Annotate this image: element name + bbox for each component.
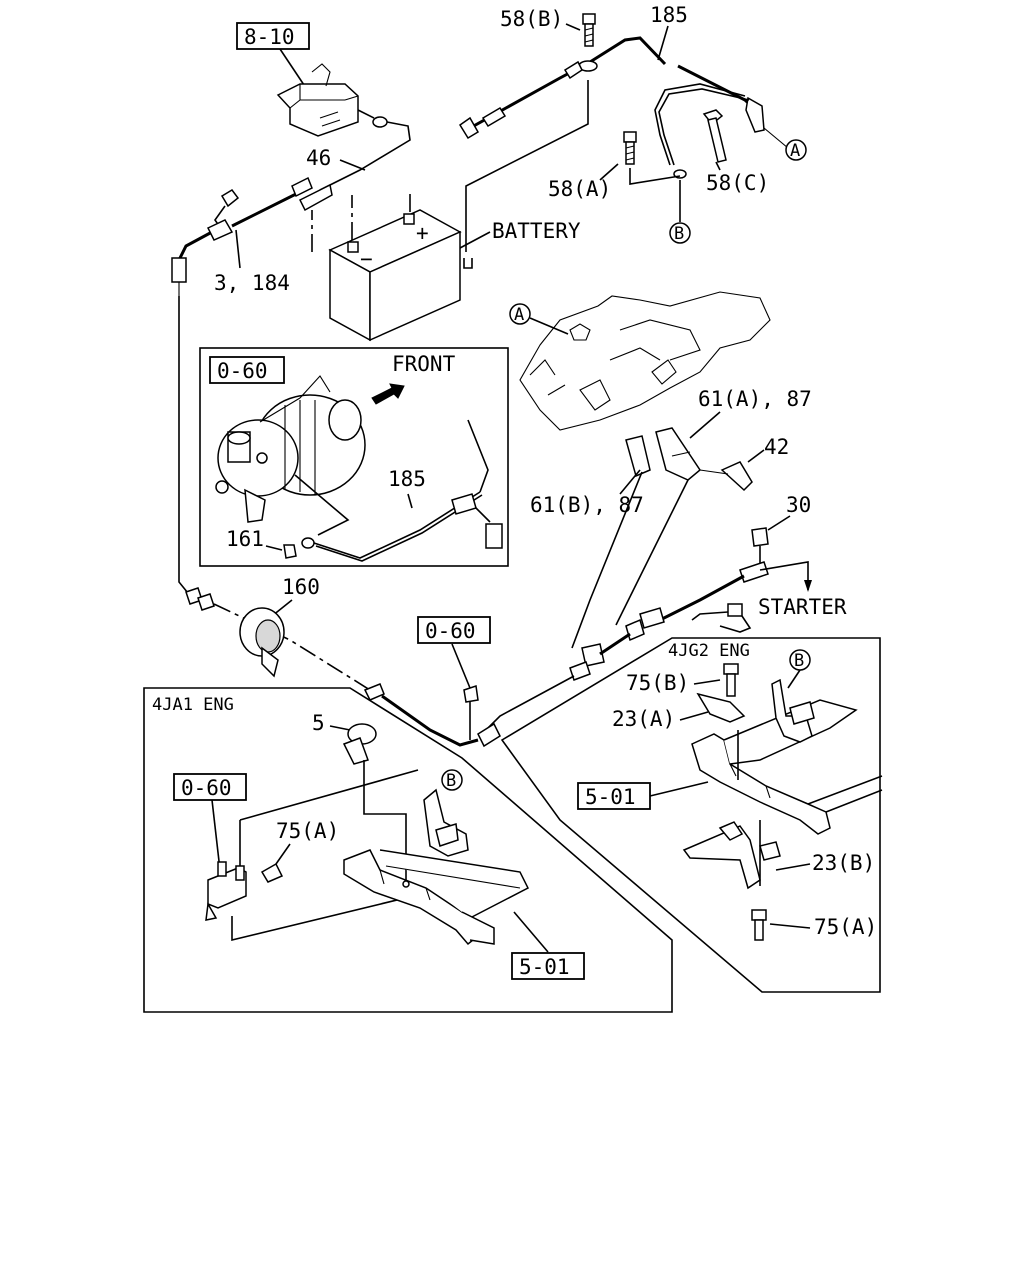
battery-plus: + bbox=[416, 221, 429, 245]
label-42: 42 bbox=[764, 435, 789, 459]
callout-a-engine-letter: A bbox=[514, 305, 524, 325]
callout-a-top-letter: A bbox=[790, 141, 800, 161]
label-185-top: 185 bbox=[650, 3, 688, 27]
callout-b-top-letter: B bbox=[674, 224, 684, 244]
label-161: 161 bbox=[226, 527, 264, 551]
frame-4ja1 bbox=[143, 687, 673, 1013]
battery-minus: − bbox=[360, 247, 373, 271]
label-starter: STARTER bbox=[758, 595, 847, 619]
starter-arrow-icon bbox=[804, 580, 812, 592]
front-arrow-icon bbox=[371, 383, 405, 405]
label-61b-87: 61(B), 87 bbox=[530, 493, 644, 517]
label-185-inset: 185 bbox=[388, 467, 426, 491]
bolt-58b: 58(B) bbox=[500, 7, 596, 47]
callout-b-left-letter: B bbox=[446, 771, 456, 791]
ref-box-0-60-mid bbox=[417, 616, 491, 644]
label-58a: 58(A) bbox=[548, 177, 611, 201]
ref-box-0-60-left bbox=[173, 773, 247, 801]
alternator-inset-frame bbox=[199, 347, 509, 567]
ref-0-60-inset-label: 0-60 bbox=[217, 359, 268, 383]
label-4jg2-eng: 4JG2 ENG bbox=[668, 641, 750, 661]
label-75b: 75(B) bbox=[626, 671, 689, 695]
label-61a-87: 61(A), 87 bbox=[698, 387, 812, 411]
label-front: FRONT bbox=[392, 352, 456, 376]
bolt-58a: 58(A) bbox=[548, 131, 681, 222]
callout-b-right-letter: B bbox=[794, 651, 804, 671]
starter-connection: 30 STARTER bbox=[487, 493, 847, 729]
label-30: 30 bbox=[786, 493, 811, 517]
ref-0-60-left-label: 0-60 bbox=[181, 776, 232, 800]
callout-b-left bbox=[441, 769, 463, 791]
label-3-184: 3, 184 bbox=[214, 271, 290, 295]
label-75a-left: 75(A) bbox=[276, 819, 339, 843]
ref-box-5-01-left bbox=[511, 952, 585, 980]
label-battery: BATTERY bbox=[492, 219, 581, 243]
callout-b-top bbox=[669, 222, 691, 244]
bolt-58c: 58(C) bbox=[702, 109, 769, 195]
box-4jg2-eng: 4JG2 ENG B 75(B) 23(A) 5-01 23(B) 75(A) bbox=[500, 637, 883, 993]
alternator-inset: 0-60 FRONT 185 161 bbox=[199, 347, 509, 567]
ref-8-10-label: 8-10 bbox=[244, 25, 295, 49]
engine-brackets: 61(A), 87 42 61(B), 87 bbox=[530, 387, 812, 649]
label-58b: 58(B) bbox=[500, 7, 563, 31]
frame-4jg2 bbox=[500, 637, 881, 993]
label-23b: 23(B) bbox=[812, 851, 875, 875]
main-harness: 160 0-60 bbox=[185, 575, 501, 748]
ref-box-0-60-inset bbox=[209, 356, 285, 384]
battery: − + BATTERY bbox=[311, 80, 589, 342]
label-160: 160 bbox=[282, 575, 320, 599]
label-4ja1-eng: 4JA1 ENG bbox=[152, 695, 234, 715]
ref-5-01-right-label: 5-01 bbox=[585, 785, 636, 809]
ref-box-5-01-right bbox=[577, 782, 651, 810]
callout-a-engine bbox=[509, 303, 531, 325]
battery-cable-185: 185 bbox=[458, 3, 789, 179]
label-23a: 23(A) bbox=[612, 707, 675, 731]
engine: A bbox=[509, 291, 771, 431]
ref-5-01-left-label: 5-01 bbox=[519, 955, 570, 979]
label-5: 5 bbox=[312, 711, 325, 735]
label-46: 46 bbox=[306, 146, 331, 170]
box-4ja1-eng: 4JA1 ENG 5 0-60 75(A) B 5-01 bbox=[143, 687, 673, 1013]
ref-0-60-mid-label: 0-60 bbox=[425, 619, 476, 643]
label-58c: 58(C) bbox=[706, 171, 769, 195]
callout-a-top bbox=[785, 139, 807, 161]
ref-box-8-10 bbox=[236, 22, 310, 50]
relay-8-10: 8-10 bbox=[236, 22, 411, 212]
label-75a-right: 75(A) bbox=[814, 915, 877, 939]
